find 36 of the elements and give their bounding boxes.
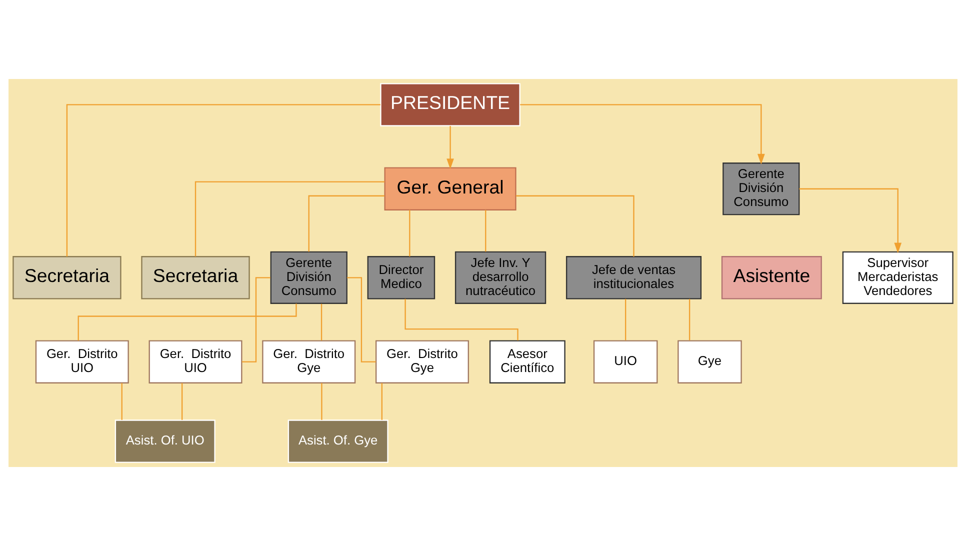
node-box: Ger. Distrito Gye bbox=[375, 340, 469, 383]
node-box: Secretaria bbox=[141, 256, 250, 299]
connector bbox=[625, 298, 626, 340]
connector bbox=[308, 194, 385, 252]
node-box: Asist. Of. UIO bbox=[114, 419, 216, 462]
connector bbox=[688, 298, 690, 340]
connector bbox=[516, 194, 634, 256]
node-box: PRESIDENTE bbox=[380, 82, 520, 126]
connector bbox=[181, 382, 183, 420]
connector bbox=[409, 209, 410, 256]
node-box: Jefe de ventas institucionales bbox=[566, 256, 702, 299]
node-box: UIO bbox=[593, 340, 658, 383]
arrow bbox=[520, 104, 765, 164]
node-box: Jefe Inv. Y desarrollo nutracéutico bbox=[454, 250, 546, 304]
node-box: Ger. Distrito UIO bbox=[148, 340, 242, 383]
node-box: Ger. General bbox=[384, 166, 516, 210]
arrow bbox=[446, 125, 454, 169]
node-box: Director Medico bbox=[367, 256, 436, 299]
node-box: Asist. Of. Gye bbox=[288, 419, 388, 462]
node-box: Secretaria bbox=[12, 256, 122, 299]
node-box: Asistente bbox=[721, 256, 822, 299]
connector bbox=[321, 382, 322, 420]
node-box: Gye bbox=[678, 340, 742, 383]
connector bbox=[381, 382, 382, 420]
connector bbox=[485, 209, 486, 252]
node-box: Gerente División Consumo bbox=[270, 250, 348, 304]
node-box: Ger. Distrito UIO bbox=[35, 340, 129, 383]
connector bbox=[194, 180, 385, 256]
connector bbox=[66, 104, 380, 256]
node-box: Supervisor Mercaderistas Vendedores bbox=[842, 250, 954, 304]
node-box: Ger. Distrito Gye bbox=[262, 340, 356, 383]
node-box: Gerente División Consumo bbox=[722, 162, 800, 215]
connector bbox=[121, 382, 122, 420]
node-box: Asesor Científico bbox=[489, 340, 566, 383]
connector bbox=[320, 303, 322, 340]
arrow bbox=[799, 188, 902, 253]
